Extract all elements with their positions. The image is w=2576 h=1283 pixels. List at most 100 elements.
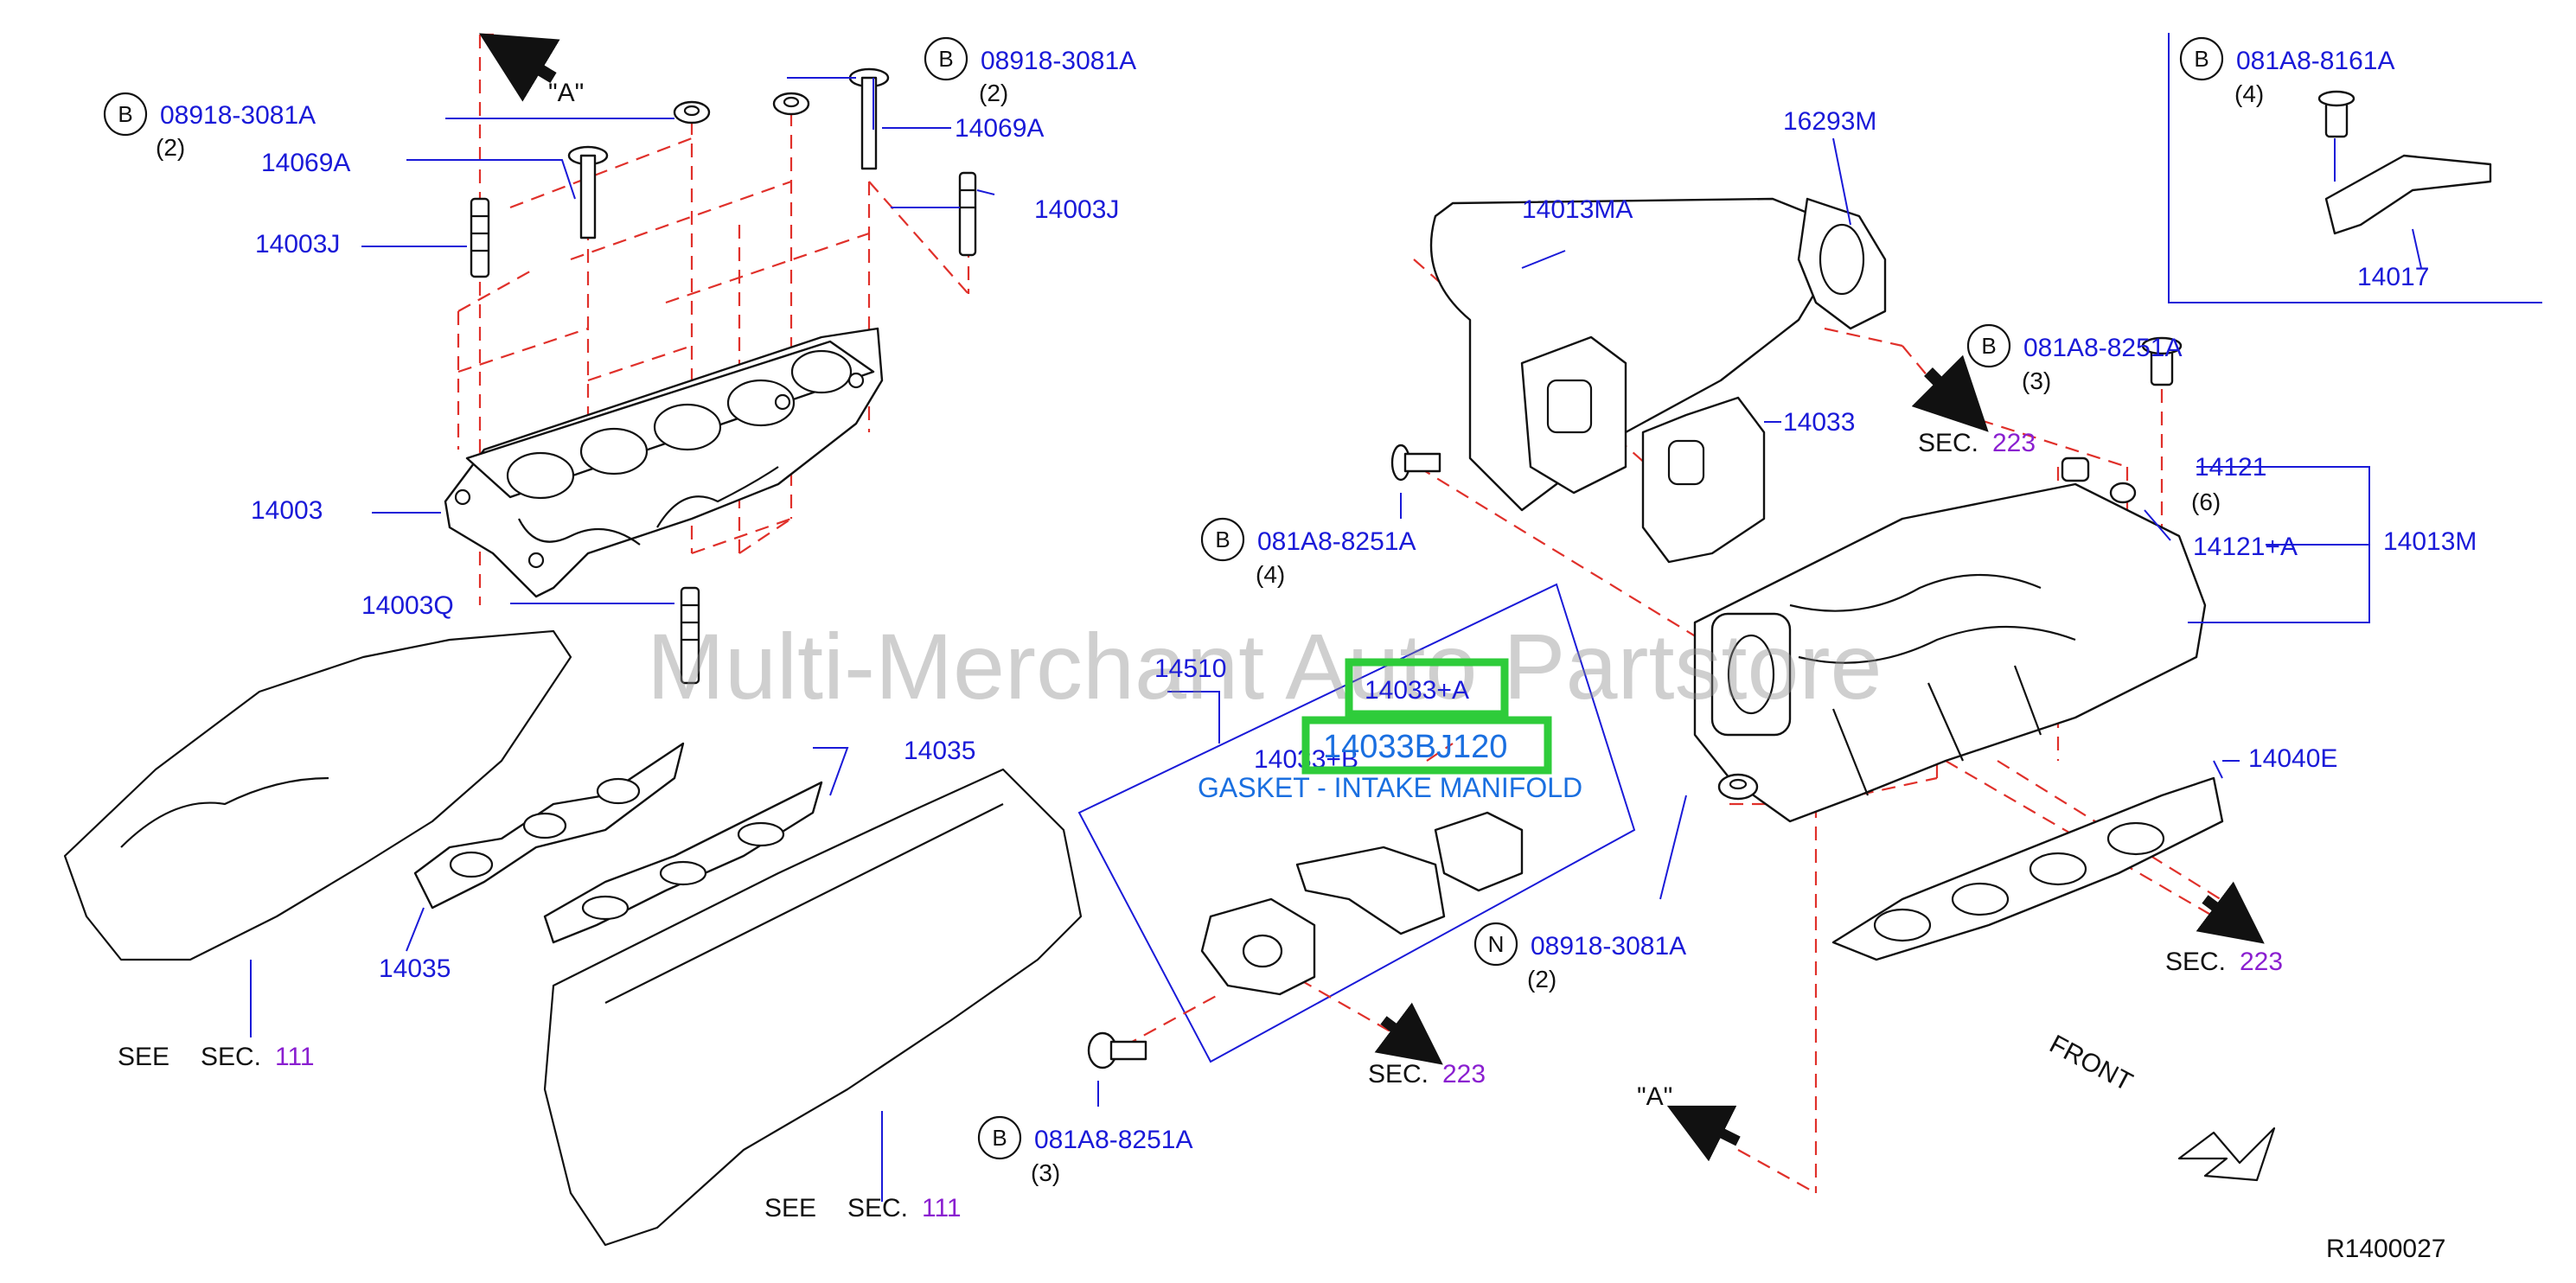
quantity: (3): [2022, 367, 2051, 394]
part-number[interactable]: 081A8-8251A: [2023, 334, 2183, 362]
sec-number[interactable]: 111: [275, 1043, 315, 1071]
stud-14003J-left: [470, 197, 490, 278]
gasket-14035-left: [413, 742, 685, 910]
quantity: (3): [1031, 1159, 1060, 1186]
iac-valve-14510: [1200, 897, 1316, 996]
part-number[interactable]: 081A8-8161A: [2236, 47, 2395, 75]
callout-c13-part[interactable]: 16293M: [1783, 107, 1876, 136]
section-ref-3: SEC. 223: [1918, 429, 2036, 457]
badge-letter: B: [1981, 333, 1996, 359]
callout-c5-part[interactable]: 14003Q: [361, 591, 454, 620]
sec-number[interactable]: 223: [1442, 1060, 1486, 1088]
part-number[interactable]: 08918-3081A: [1531, 932, 1686, 961]
front-label: FRONT: [2045, 1030, 2138, 1097]
sec-prefix: SEC.: [847, 1194, 908, 1222]
callout-c11-part[interactable]: 14510: [1154, 654, 1226, 683]
callout-c18-part[interactable]: 14121+A: [2193, 533, 2298, 561]
quantity: (2): [156, 134, 185, 161]
part-number[interactable]: 08918-3081A: [160, 101, 316, 130]
sec-prefix: SEC.: [201, 1043, 261, 1071]
badge-circle: [103, 92, 148, 137]
cylinder-head-right: [543, 768, 1083, 1247]
callout-c1: B 08918-3081A (2): [103, 92, 316, 161]
stud-14003Q: [680, 586, 700, 685]
quantity: (2): [979, 80, 1008, 106]
section-ref-5: SEC. 223: [2165, 948, 2283, 976]
badge-letter: B: [2194, 46, 2208, 72]
bolt-14069A-left: [567, 145, 609, 239]
bolt-14069A-right: [848, 67, 890, 170]
intake-manifold-14013M: [1693, 482, 2207, 823]
callout-c9-part[interactable]: 14035: [904, 737, 975, 765]
nut-08918-3081A-left: [673, 100, 711, 124]
sec-prefix: SEC.: [1918, 429, 1978, 457]
callout-c24-part[interactable]: 14017: [2357, 263, 2429, 291]
badge-letter: B: [118, 101, 132, 127]
badge-circle: [977, 1115, 1022, 1160]
gasket-14040E: [1831, 776, 2224, 961]
callout-c8-part[interactable]: 14003J: [1034, 195, 1119, 224]
callout-c16: B 081A8-8251A (3): [1966, 323, 2183, 394]
arrow-sec223-right: [2196, 881, 2265, 944]
callout-c12-part[interactable]: 14013MA: [1522, 195, 1633, 224]
callout-c2-part[interactable]: 14069A: [261, 149, 350, 177]
quantity: (2): [1527, 966, 1556, 993]
see-label: SEE: [764, 1194, 816, 1222]
callout-c6: B 08918-3081A (2): [924, 36, 1136, 106]
quantity: (4): [2234, 80, 2264, 107]
sec-number[interactable]: 223: [2240, 948, 2283, 976]
highlight-box-a: [1345, 658, 1509, 718]
gasket-14033A-small: [1434, 811, 1524, 892]
callout-c4-part[interactable]: 14003: [251, 496, 323, 525]
gasket-14035-right: [543, 781, 823, 944]
sec-prefix: SEC.: [1368, 1060, 1429, 1088]
callout-c10-part[interactable]: 14035: [379, 954, 451, 983]
callout-c19-part[interactable]: 14013M: [2383, 527, 2477, 556]
callout-c23: B 081A8-8161A (4): [2179, 36, 2395, 107]
badge-letter: B: [992, 1125, 1007, 1151]
arrow-sec223-iac: [1374, 1002, 1443, 1065]
callout-c14-part[interactable]: 14033: [1783, 408, 1855, 437]
callout-c3-part[interactable]: 14003J: [255, 230, 340, 259]
callout-c20-part[interactable]: 14040E: [2248, 744, 2337, 773]
nut-08918-3081A-right: [772, 92, 810, 116]
badge-circle: [924, 36, 968, 81]
callout-c22: B 081A8-8251A (3): [977, 1115, 1193, 1186]
gasket-14033B-ring: [1295, 846, 1446, 935]
nut-14121A: [2109, 482, 2137, 504]
badge-circle: [1473, 922, 1518, 967]
arrow-sec223-mid: [1911, 354, 1989, 432]
bolt-081A8-8251A-iac: [1087, 1031, 1147, 1069]
part-number[interactable]: 08918-3081A: [981, 47, 1136, 75]
badge-circle: [1200, 517, 1245, 562]
highlight-box-b: [1301, 716, 1552, 775]
diagram-reference-code: R1400027: [2326, 1235, 2445, 1263]
quantity: (4): [1256, 561, 1285, 588]
sec-number[interactable]: 111: [922, 1194, 962, 1222]
stud-14003J-right: [958, 171, 977, 257]
bolt-081A8-8251A-left: [1390, 444, 1441, 482]
sec-number[interactable]: 223: [1992, 429, 2036, 457]
highlight-group: 14033+A 14033+B 14033BJ120 GASKET - INTA…: [1198, 658, 1582, 803]
part-number[interactable]: 081A8-8251A: [1034, 1126, 1193, 1154]
callout-c15: B 081A8-8251A (4): [1200, 517, 1416, 588]
callout-c21: N 08918-3081A (2): [1473, 922, 1686, 993]
arrow-a-top: [478, 33, 560, 102]
cylinder-head-left: [63, 629, 572, 961]
callout-c7-part[interactable]: 14069A: [955, 114, 1044, 143]
part-number[interactable]: 14121: [2195, 453, 2266, 482]
highlight-box-b-label[interactable]: 14033BJ120: [1323, 729, 1507, 765]
part-number[interactable]: 081A8-8251A: [1257, 527, 1416, 556]
badge-letter: N: [1488, 931, 1505, 957]
sec-prefix: SEC.: [2165, 948, 2226, 976]
section-ref-2: SEE SEC. 111: [764, 1194, 962, 1222]
plug-14121: [2061, 456, 2090, 482]
intake-plenum-14013MA: [1429, 197, 1826, 512]
leader-lines: [250, 77, 2422, 1202]
see-label: SEE: [118, 1043, 169, 1071]
nut-08918-3081A-n: [1717, 773, 1759, 801]
highlight-box-a-label[interactable]: 14033+A: [1365, 676, 1469, 705]
badge-letter: B: [938, 46, 953, 72]
bracket-14017: [2317, 90, 2492, 235]
